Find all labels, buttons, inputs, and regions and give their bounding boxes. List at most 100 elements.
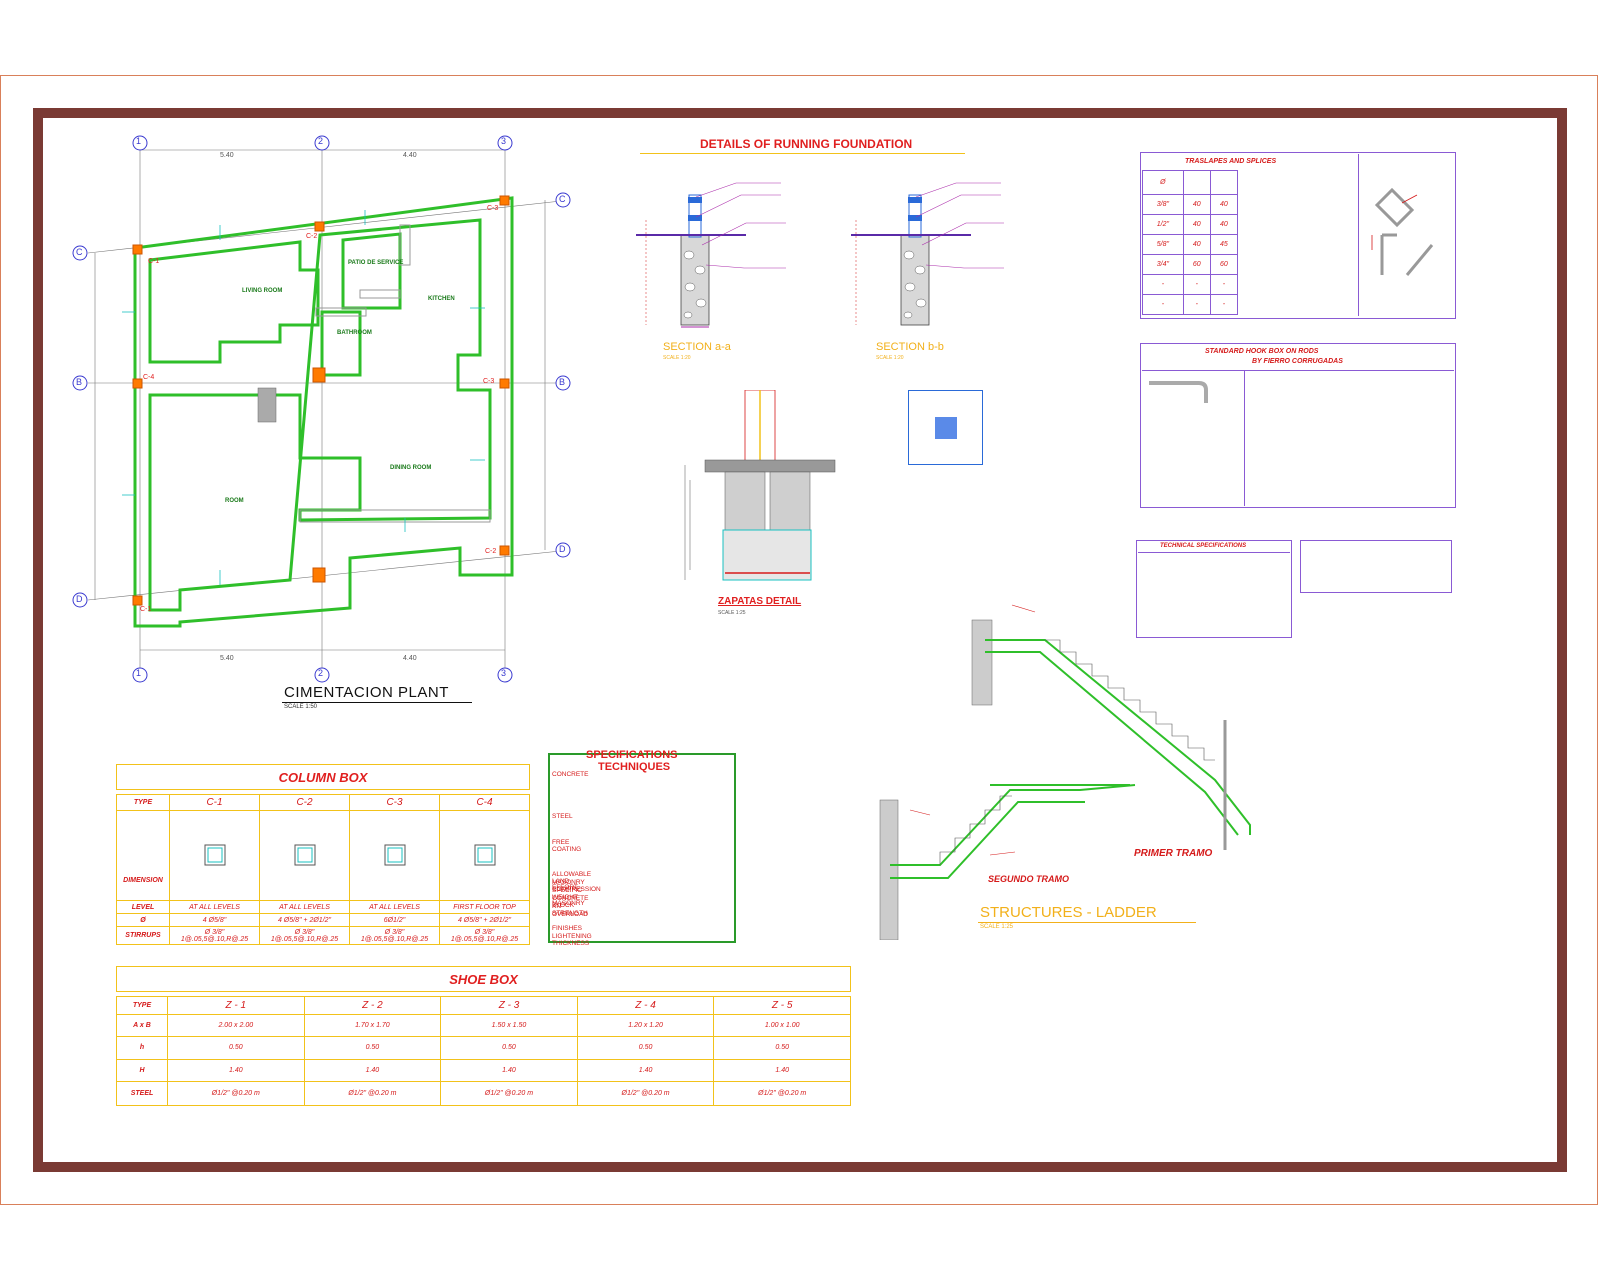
shoe-box-header: Z - 3 [440, 995, 578, 1016]
column-plan-fill [935, 417, 957, 439]
column-section-c1 [169, 810, 260, 901]
room-label-living: LIVING ROOM [242, 288, 283, 294]
column-section-c2 [259, 810, 350, 901]
shoe-box-cell: 2.00 x 2.00 [167, 1014, 305, 1038]
shoe-box-cell: 1.50 x 1.50 [440, 1014, 578, 1038]
tech-specs-header-line [1138, 552, 1290, 553]
column-tag: C-4 [143, 374, 155, 381]
plan-title: CIMENTACION PLANT [284, 684, 449, 701]
column-box-title: COLUMN BOX [116, 764, 530, 790]
room-label-patio: PATIO DE SERVICE [348, 260, 404, 266]
axis-label-3: 3 [501, 136, 507, 146]
column-box-d-label: Ø [116, 913, 170, 927]
specifications-title: SPECIFICATIONS [586, 749, 678, 761]
hook-title: STANDARD HOOK BOX ON RODS [1205, 348, 1319, 355]
primer-tramo-label: PRIMER TRAMO [1134, 848, 1213, 859]
column-box-d: 4 Ø5/8" [169, 913, 260, 927]
axis-label-c: C [76, 247, 83, 257]
traslapes-cell: 5/8" [1142, 234, 1184, 255]
column-box-stirrups: Ø 3/8"1@.05,5@.10,R@.25 [439, 926, 530, 945]
shoe-box-cell: Ø1/2" @0.20 m [576, 1080, 715, 1107]
traslapes-cell: 1/2" [1142, 214, 1184, 235]
column-box-stirrups: Ø 3/8"1@.05,5@.10,R@.25 [259, 926, 350, 945]
shoe-box-cell: 1.20 x 1.20 [576, 1014, 715, 1038]
sheet-border [33, 108, 1567, 1172]
plan-title-underline [282, 702, 472, 703]
room-label-kitchen: KITCHEN [428, 296, 455, 302]
column-box-header: TYPE [116, 794, 170, 811]
zapatas-title: ZAPATAS DETAIL [718, 596, 802, 607]
section-b-scale: SCALE 1:20 [876, 355, 904, 361]
ladder-title: STRUCTURES - LADDER [980, 904, 1157, 921]
shoe-box-header: Z - 2 [303, 995, 442, 1016]
traslapes-cell: Ø [1142, 170, 1184, 195]
column-section-c4 [439, 810, 530, 901]
spec-label: SPECIFIC WEIGHT MASONRY [552, 887, 585, 907]
traslapes-title: TRASLAPES AND SPLICES [1185, 158, 1277, 165]
shoe-box-cell: 1.40 [576, 1058, 715, 1082]
shoe-box-title: SHOE BOX [116, 966, 851, 992]
shoe-box-cell: 0.50 [713, 1036, 851, 1060]
shoe-box-cell: 1.40 [440, 1058, 578, 1082]
hook-subtitle: BY FIERRO CORRUGADAS [1252, 358, 1343, 365]
section-a-label: SECTION a-a [663, 341, 731, 353]
column-tag: C-1 [140, 606, 152, 613]
column-box-stirrups-label: STIRRUPS [116, 926, 170, 945]
column-tag: C-2 [485, 548, 497, 555]
stirrup-dia: Ø 3/8" [384, 928, 405, 936]
traslapes-cell: 40 [1209, 214, 1239, 235]
stirrup-dia: Ø 3/8" [204, 928, 225, 936]
dim-bottom-2: 4.40 [403, 655, 417, 662]
axis-label-1-bottom: 1 [136, 668, 142, 678]
column-box-level: FIRST FLOOR TOP [439, 900, 530, 914]
traslapes-cell: - [1182, 294, 1211, 315]
shoe-box-cell: 1.40 [713, 1058, 851, 1082]
plan-scale: SCALE 1:50 [284, 704, 318, 710]
traslapes-cell: 3/8" [1142, 194, 1184, 215]
column-box-header: C-4 [439, 794, 530, 811]
outer-frame [0, 75, 1598, 1205]
traslapes-cell: - [1209, 274, 1239, 295]
ladder-scale: SCALE 1:25 [980, 924, 1014, 930]
column-box-d: 4 Ø5/8" + 2Ø1/2" [259, 913, 350, 927]
shoe-box-cell: 0.50 [440, 1036, 578, 1060]
spec-label: CONCRETE BLOCK [552, 895, 589, 909]
axis-label-3-bottom: 3 [501, 668, 507, 678]
traslapes-cell: 60 [1182, 254, 1211, 275]
axis-label-2: 2 [318, 136, 324, 146]
spec-label: STEEL [552, 813, 573, 820]
hook-header-line [1142, 370, 1454, 371]
spec-label: CONCRETE [552, 771, 589, 778]
foundation-title: DETAILS OF RUNNING FOUNDATION [700, 137, 913, 151]
shoe-box-header: Z - 1 [167, 995, 305, 1016]
traslapes-cell: - [1142, 294, 1184, 315]
traslapes-cell: 60 [1209, 254, 1239, 275]
spec-label: LIGHTENING THICKNESS [552, 933, 592, 947]
segundo-tramo-label: SEGUNDO TRAMO [988, 874, 1069, 884]
ladder-drawing [879, 604, 1251, 940]
foundation-title-underline [640, 153, 965, 154]
column-box-stirrups: Ø 3/8"1@.05,5@.10,R@.25 [349, 926, 440, 945]
traslapes-cell: 45 [1209, 234, 1239, 255]
stirrup-spacing: 1@.05,5@.10,R@.25 [180, 935, 249, 943]
stirrup-spacing: 1@.05,5@.10,R@.25 [360, 935, 429, 943]
ladder-title-underline [978, 922, 1196, 923]
dim-top-1: 5.40 [220, 152, 234, 159]
stirrup-spacing: 1@.05,5@.10,R@.25 [450, 935, 519, 943]
stirrup-dia: Ø 3/8" [474, 928, 495, 936]
axis-label-b-right: B [559, 377, 566, 387]
column-tag: C-3 [487, 205, 499, 212]
shoe-box-cell: 1.00 x 1.00 [713, 1014, 851, 1038]
traslapes-cell: 40 [1182, 214, 1211, 235]
spec-label: ALLOWABLE LAND EFFORT [552, 871, 592, 891]
traslapes-cell: 40 [1209, 194, 1239, 215]
column-box-header: C-1 [169, 794, 260, 811]
spec-label: OVERLOAD [552, 911, 589, 918]
tech-specs-title: TECHNICAL SPECIFICATIONS [1160, 543, 1247, 549]
specifications-subtitle: TECHNIQUES [598, 761, 671, 773]
section-a-scale: SCALE 1:20 [663, 355, 691, 361]
shoe-box-cell: 0.50 [167, 1036, 305, 1060]
note-box [1300, 540, 1452, 593]
column-box-table: TYPE C-1 C-2 C-3 C-4 DIMENSION LEVEL AT … [116, 794, 530, 945]
shoe-box-cell: 1.40 [303, 1058, 442, 1082]
